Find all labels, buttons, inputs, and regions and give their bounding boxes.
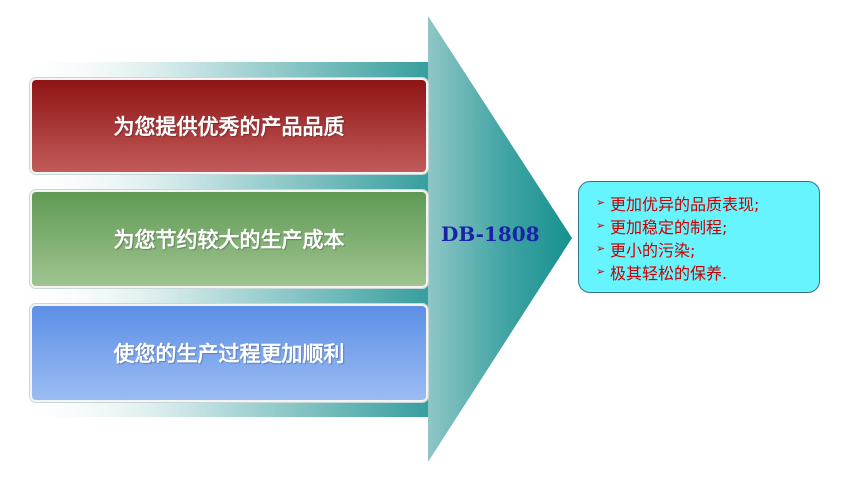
arrow-bullet-icon: ➢ [596,196,606,209]
callout-item: ➢ 极其轻松的保养. [596,260,819,283]
callout-item: ➢ 更小的污染; [596,237,819,260]
feature-callout: ➢ 更加优异的品质表现; ➢ 更加稳定的制程; ➢ 更小的污染; ➢ 极其轻松的… [578,181,820,293]
benefit-bar-quality: 为您提供优秀的产品品质 [30,78,428,174]
callout-item-text: 极其轻松的保养. [610,263,728,283]
benefit-bar-label: 为您节约较大的生产成本 [113,228,345,252]
benefit-bar-label: 为您提供优秀的产品品质 [113,115,345,139]
callout-item-text: 更小的污染; [610,240,696,260]
arrow-head [428,16,572,462]
callout-item: ➢ 更加优异的品质表现; [596,191,819,214]
callout-item-text: 更加优异的品质表现; [610,194,760,214]
arrow-bullet-icon: ➢ [596,242,606,255]
arrow-bullet-icon: ➢ [596,265,606,278]
arrow-bullet-icon: ➢ [596,219,606,232]
benefit-bar-label: 使您的生产过程更加顺利 [113,342,345,366]
benefit-bar-cost: 为您节约较大的生产成本 [30,190,428,288]
benefit-bar-smooth: 使您的生产过程更加顺利 [30,304,428,402]
callout-item: ➢ 更加稳定的制程; [596,214,819,237]
callout-item-text: 更加稳定的制程; [610,217,728,237]
product-label: DB-1808 [441,222,540,246]
